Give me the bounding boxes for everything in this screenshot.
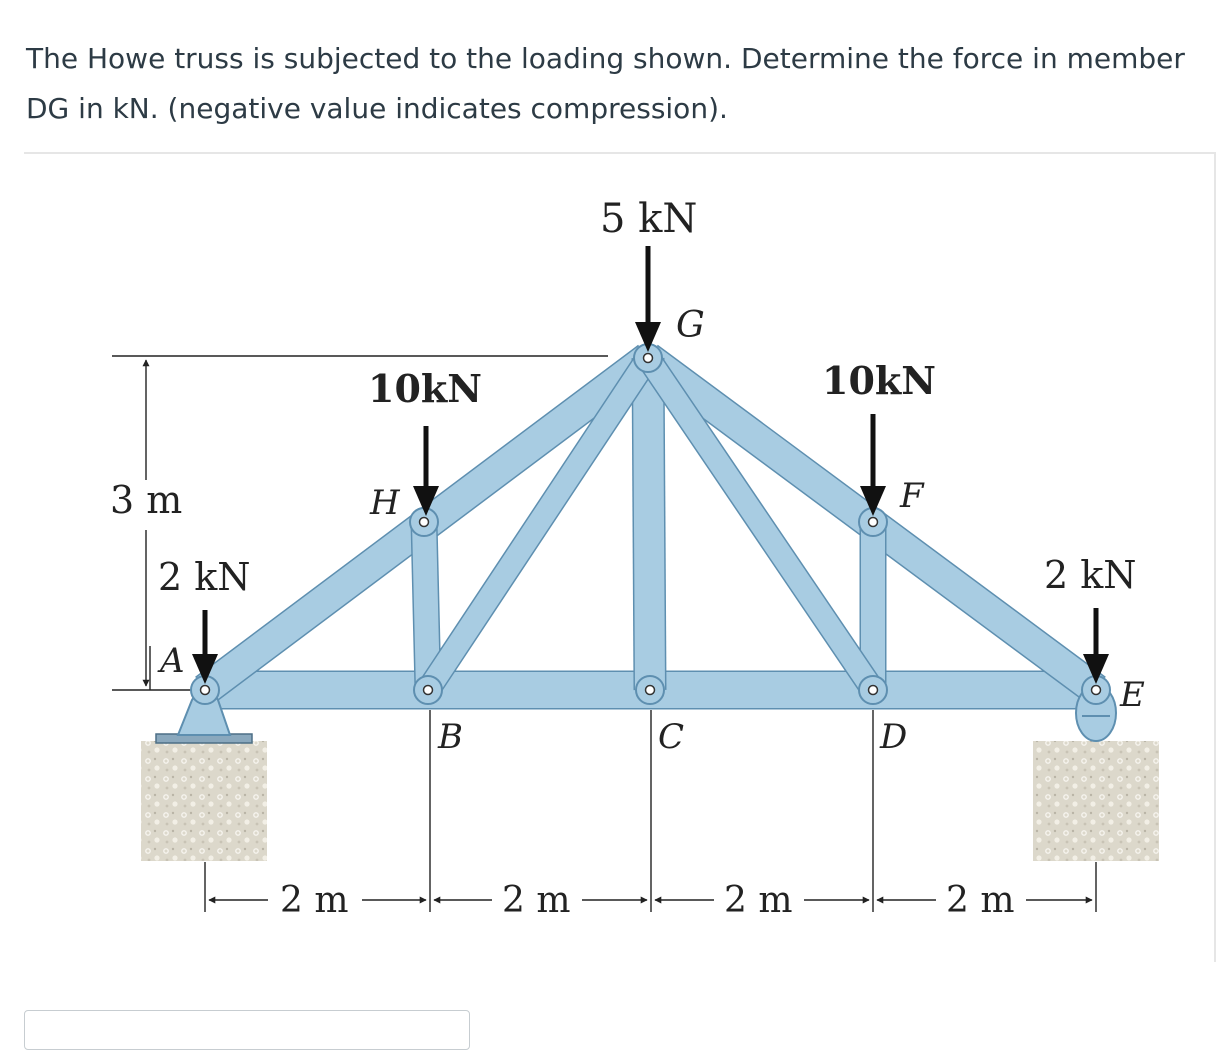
span-label-AB: 2 m	[280, 880, 348, 921]
load-arrows	[192, 246, 1109, 684]
joint-label-G: G	[676, 305, 705, 346]
pin-D	[867, 684, 879, 696]
pin-B	[422, 684, 434, 696]
answer-input[interactable]	[24, 1010, 470, 1050]
member-DG	[638, 351, 883, 697]
truss-members	[195, 344, 1106, 710]
question-text: The Howe truss is subjected to the loadi…	[26, 34, 1206, 134]
right-ground-block	[1033, 741, 1159, 861]
joint-label-C: C	[658, 717, 684, 757]
pin-A	[199, 684, 211, 696]
pin-C	[644, 684, 656, 696]
member-BG	[418, 351, 658, 697]
height-label: 3 m	[110, 478, 182, 522]
joint-label-E: E	[1119, 675, 1145, 715]
left-ground-block	[141, 741, 267, 861]
joint-label-D: D	[879, 717, 907, 757]
truss-diagram: 3 m 5 kN 10kN 10kN 2 kN 2 kN A B C D E F…	[110, 196, 1159, 921]
load-label-H: 10kN	[368, 366, 482, 411]
height-dimension	[112, 355, 608, 691]
span-label-CD: 2 m	[724, 880, 792, 921]
load-arrow-A-head	[192, 654, 218, 684]
load-arrow-H-head	[413, 486, 439, 516]
load-arrow-E-head	[1083, 654, 1109, 684]
question-line-1: The Howe truss is subjected to the loadi…	[26, 42, 1185, 75]
load-label-F: 10kN	[822, 358, 936, 403]
span-label-DE: 2 m	[946, 880, 1014, 921]
truss-joints	[190, 343, 1111, 705]
member-BH	[412, 521, 440, 691]
joint-label-H: H	[369, 483, 401, 523]
load-label-E: 2 kN	[1044, 553, 1137, 597]
span-dimension-lines	[204, 710, 1097, 912]
pin-G	[642, 352, 654, 364]
span-label-BC: 2 m	[502, 880, 570, 921]
joint-label-A: A	[157, 641, 185, 681]
question-line-2: DG in kN. (negative value indicates comp…	[26, 92, 728, 125]
joint-label-B: B	[437, 717, 463, 757]
joint-label-F: F	[899, 476, 925, 516]
pin-E	[1090, 684, 1102, 696]
load-label-G: 5 kN	[600, 196, 697, 242]
load-arrow-G-head	[635, 322, 661, 352]
member-CG	[633, 357, 665, 691]
pin-H	[418, 516, 430, 528]
load-arrow-F-head	[860, 486, 886, 516]
pin-F	[867, 516, 879, 528]
load-label-A: 2 kN	[158, 555, 251, 599]
